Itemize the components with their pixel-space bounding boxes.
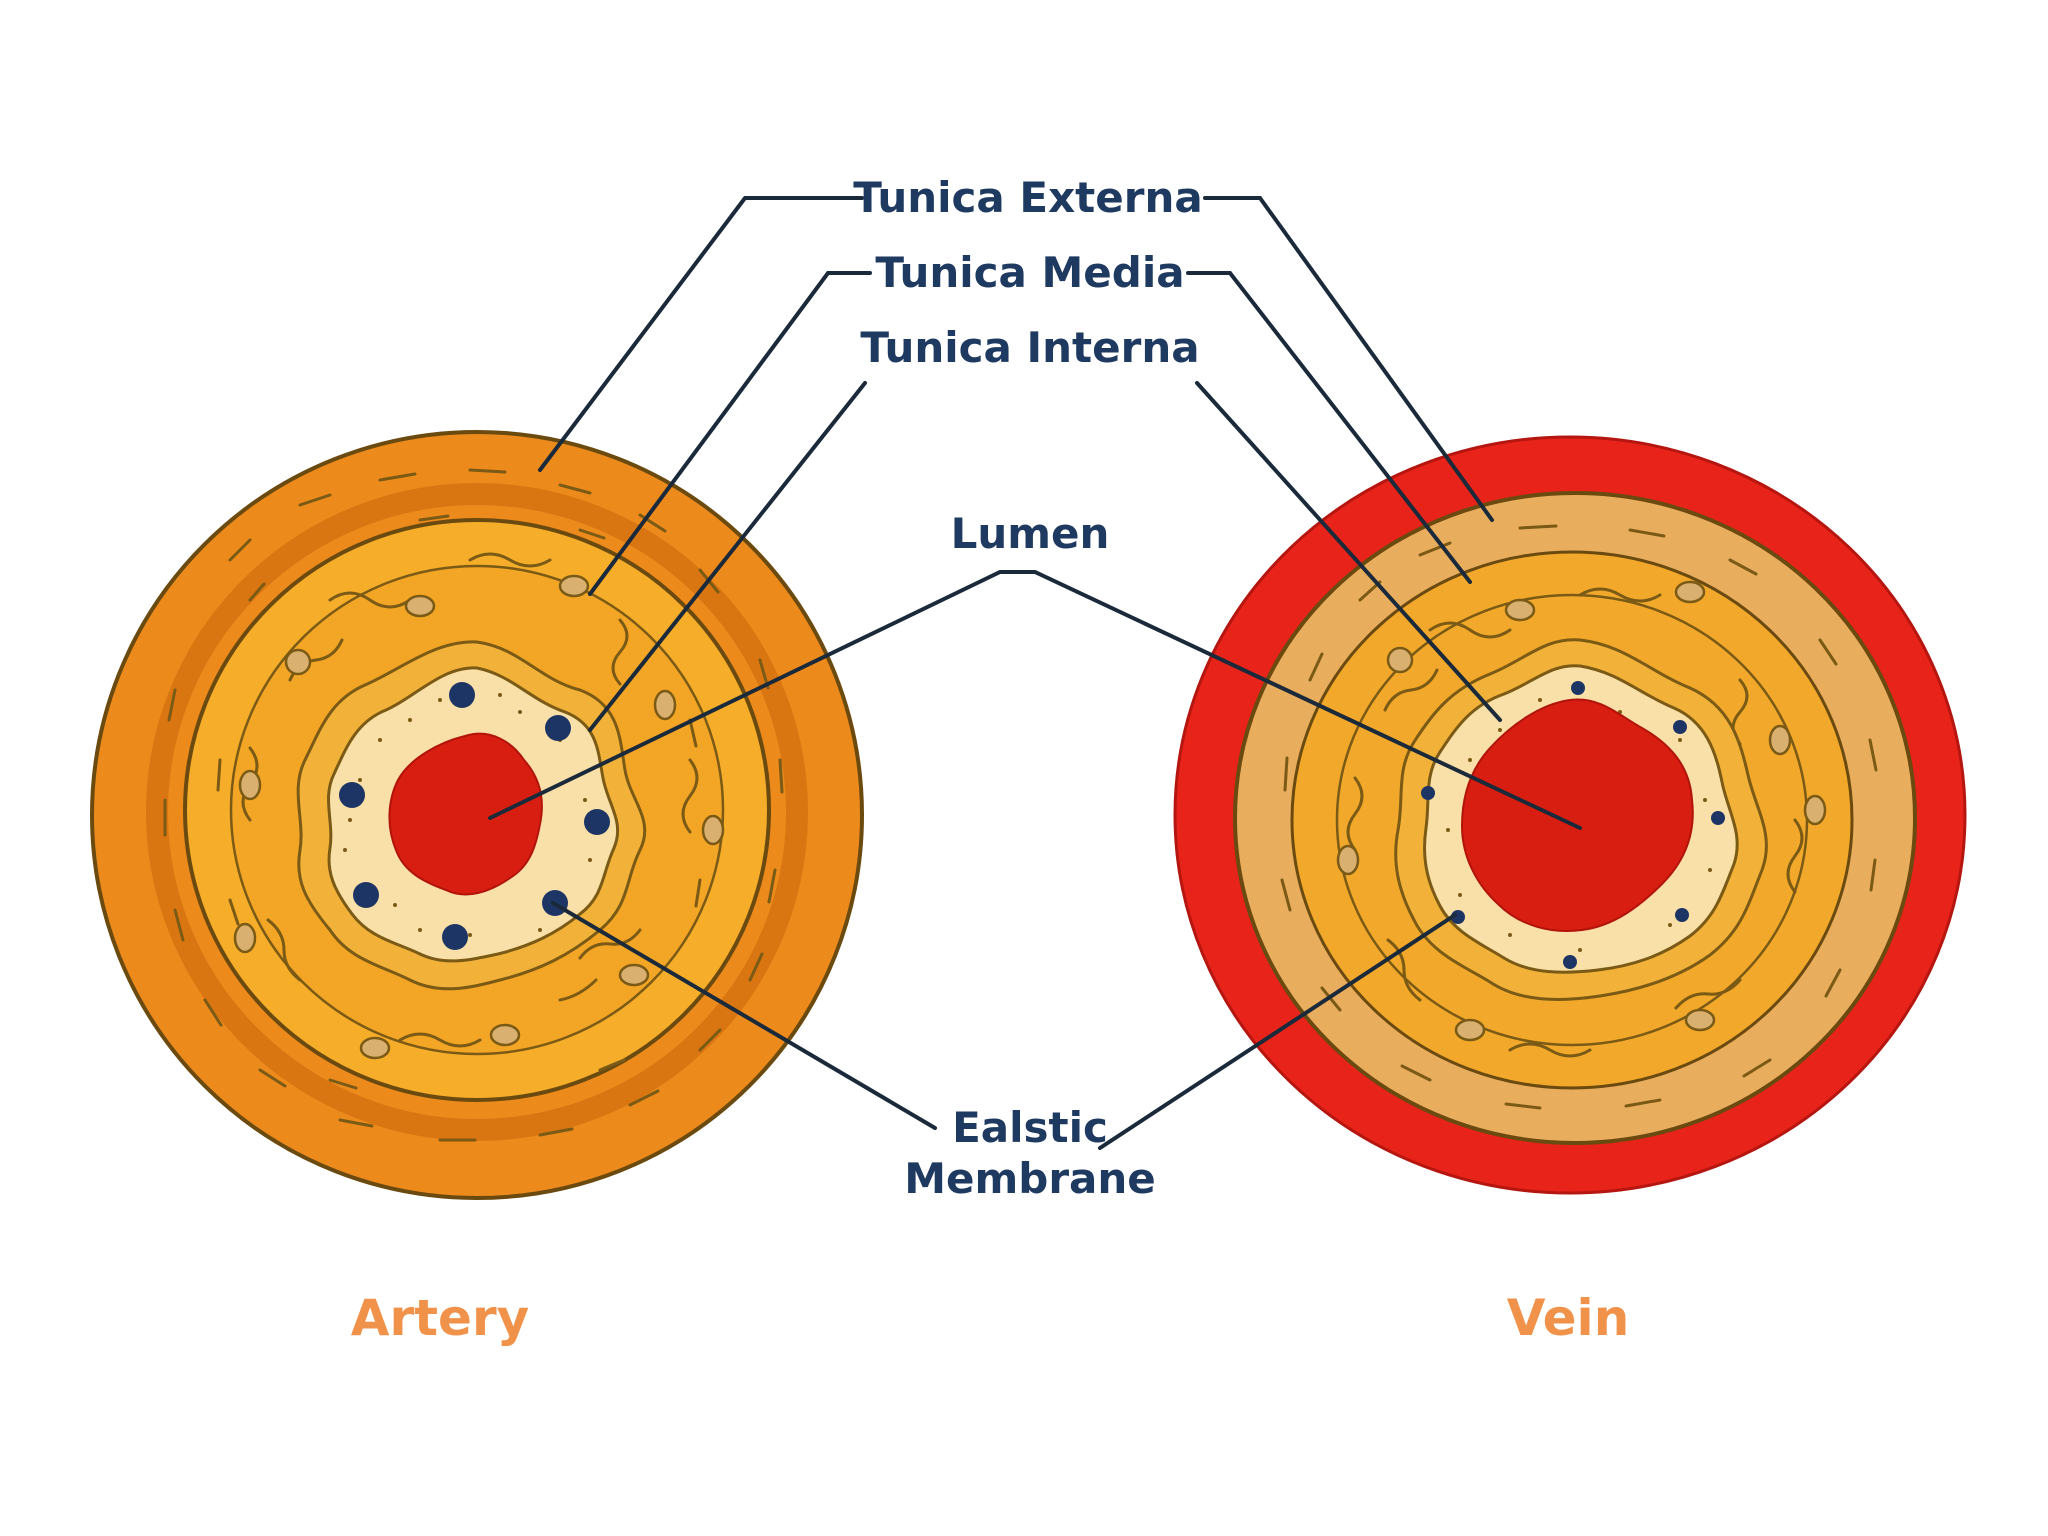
vein-nuclei xyxy=(1421,681,1725,969)
leader-elastic-artery xyxy=(551,901,937,1130)
label-tunica-media: Tunica Media xyxy=(875,248,1184,297)
leader-interna-artery xyxy=(588,381,867,732)
vein-media-cells xyxy=(1336,580,1827,1042)
leader-media-vein xyxy=(1186,271,1472,584)
captions: Artery Vein xyxy=(351,1289,1630,1347)
leader-lumen xyxy=(488,570,1582,830)
leader-media-artery xyxy=(588,271,872,596)
artery-cross-section xyxy=(90,430,864,1200)
label-tunica-interna: Tunica Interna xyxy=(860,323,1199,372)
leader-elastic-vein xyxy=(1098,913,1457,1150)
labels: Tunica Externa Tunica Media Tunica Inter… xyxy=(853,173,1202,1203)
vein-externa-fibers xyxy=(1280,524,1878,1110)
vein-cross-section xyxy=(1173,435,1967,1195)
vein-media-fibers xyxy=(1346,587,1804,1058)
label-lumen: Lumen xyxy=(951,509,1110,558)
label-elastic-line2: Membrane xyxy=(904,1154,1156,1203)
leader-interna-vein xyxy=(1195,381,1502,722)
label-elastic-line1: Ealstic xyxy=(952,1103,1108,1152)
vein-intima-speckles xyxy=(1446,698,1712,952)
caption-artery: Artery xyxy=(351,1289,529,1347)
leader-externa-vein xyxy=(1203,196,1494,522)
artery-media-fibers xyxy=(241,552,699,1048)
caption-vein: Vein xyxy=(1507,1289,1630,1347)
artery-externa-inner-band xyxy=(146,483,808,1141)
artery-lumen xyxy=(388,732,543,896)
leader-externa-artery xyxy=(538,196,864,472)
leader-lines xyxy=(488,196,1582,1150)
vein-lumen xyxy=(1460,698,1694,932)
artery-media-cells xyxy=(233,574,725,1060)
label-tunica-externa: Tunica Externa xyxy=(853,173,1202,222)
